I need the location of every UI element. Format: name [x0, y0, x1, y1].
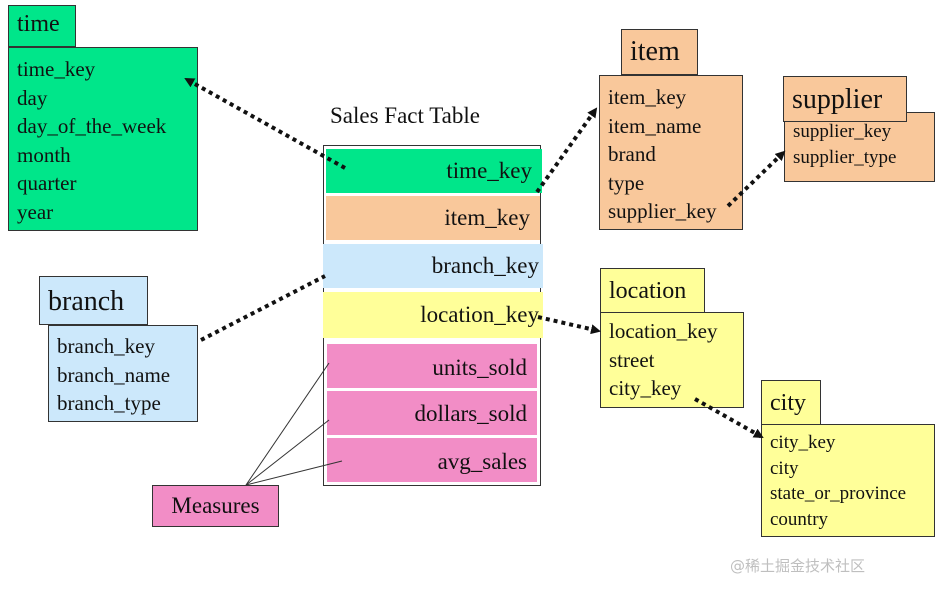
link-branch-key	[200, 274, 326, 342]
location-attr: street	[609, 347, 655, 372]
supplier-attr: supplier_type	[793, 146, 897, 168]
location-attr: city_key	[609, 376, 682, 400]
time-attr: quarter	[17, 171, 77, 195]
city-attr: city	[770, 457, 799, 479]
city-attr: city_key	[770, 432, 836, 453]
arrow-time-key	[184, 77, 346, 170]
city-attr: state_or_province	[770, 483, 907, 504]
item-attr: supplier_key	[608, 199, 717, 223]
city-attr: country	[770, 508, 829, 530]
time-dimension-title: time	[8, 5, 76, 47]
branch-dimension-title: branch	[39, 276, 148, 325]
fact-table-title: Sales Fact Table	[330, 103, 480, 128]
fact-row-dollars-sold: dollars_sold	[327, 391, 537, 435]
item-attr: item_name	[608, 113, 702, 138]
location-dimension-attributes: location_key street city_key	[600, 312, 744, 408]
fact-row-avg-sales: avg_sales	[327, 438, 537, 482]
location-dimension-title: location	[600, 268, 705, 313]
arrow-item-key	[535, 107, 598, 194]
fact-row-time-key: time_key	[326, 149, 542, 193]
time-attr: day_of_the_week	[17, 114, 167, 138]
supplier-attr: supplier_key	[793, 121, 892, 142]
fact-row-item-key: item_key	[326, 196, 540, 240]
time-dimension-attributes: time_key day day_of_the_week month quart…	[8, 47, 198, 231]
item-attr: item_key	[608, 85, 687, 109]
branch-attr: branch_type	[57, 391, 161, 415]
item-attr: type	[608, 170, 645, 195]
fact-row-units-sold: units_sold	[327, 344, 537, 388]
supplier-dimension-attributes: supplier_key supplier_type	[784, 112, 935, 182]
branch-dimension-attributes: branch_key branch_name branch_type	[48, 325, 198, 422]
location-attr: location_key	[609, 319, 718, 343]
time-attr: time_key	[17, 57, 96, 81]
supplier-dimension-title: supplier	[783, 76, 907, 122]
measures-pointer-units	[245, 362, 330, 486]
item-dimension-title: item	[621, 29, 698, 75]
item-attr: brand	[608, 142, 656, 166]
measures-label: Measures	[152, 485, 279, 527]
branch-attr: branch_name	[57, 362, 171, 387]
branch-attr: branch_key	[57, 334, 155, 358]
time-attr: day	[17, 85, 48, 110]
city-dimension-attributes: city_key city state_or_province country	[761, 424, 935, 537]
watermark: @稀土掘金技术社区	[730, 557, 866, 575]
fact-row-branch-key: branch_key	[323, 244, 543, 288]
fact-row-location-key: location_key	[323, 292, 543, 338]
measures-pointer-dollars	[245, 419, 330, 486]
city-dimension-title: city	[761, 380, 821, 425]
time-attr: year	[17, 199, 54, 224]
time-attr: month	[17, 142, 71, 167]
item-dimension-attributes: item_key item_name brand type supplier_k…	[599, 75, 743, 230]
arrow-location-key	[537, 315, 601, 335]
